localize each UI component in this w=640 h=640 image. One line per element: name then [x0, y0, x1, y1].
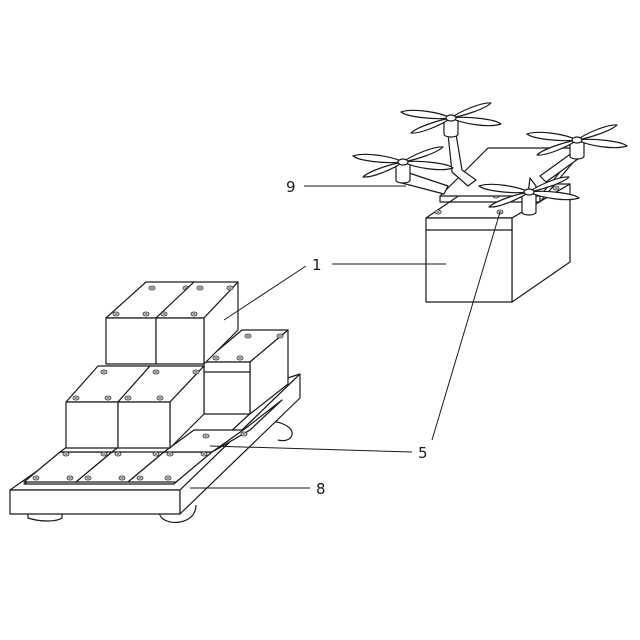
label-battery-terminal: 5 [418, 444, 428, 462]
label-battery-pack: 1 [312, 256, 322, 274]
cart-deck-front [10, 490, 180, 514]
label-transport-cart: 8 [316, 480, 326, 498]
label-drone: 9 [286, 178, 296, 196]
drone [353, 103, 627, 302]
